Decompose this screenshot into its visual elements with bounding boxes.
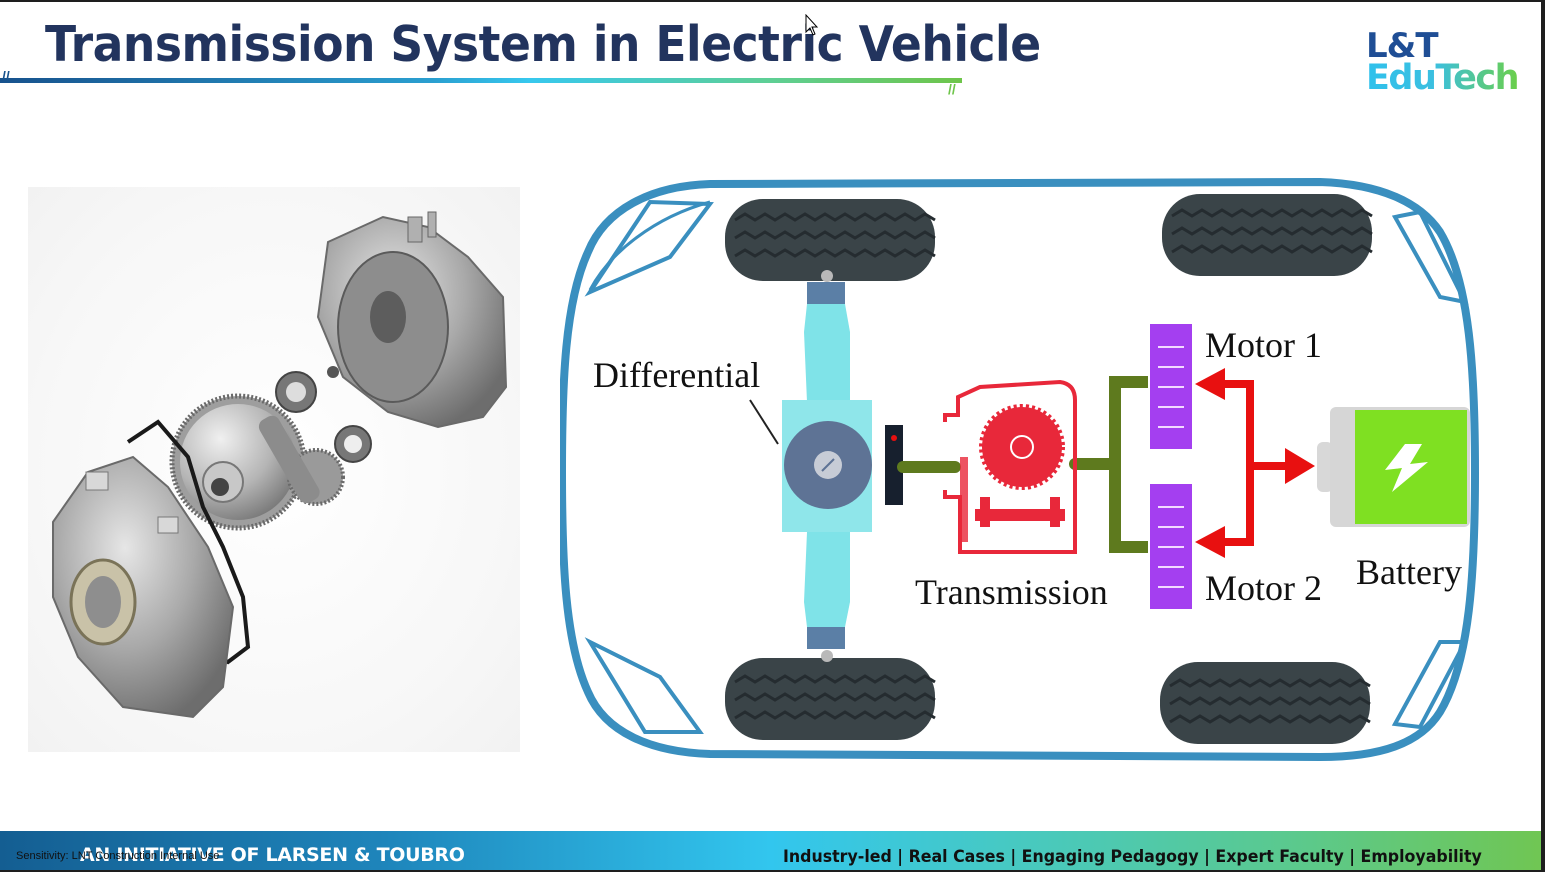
motor-1 — [1150, 324, 1192, 449]
slide-title: Transmission System in Electric Vehicle — [45, 16, 1041, 73]
footer-tagline: Industry-led | Real Cases | Engaging Ped… — [783, 847, 1482, 867]
lt-edutech-logo: L&T EduTech — [1366, 26, 1520, 99]
taillight-rear-left — [1391, 209, 1469, 305]
title-underline — [0, 78, 962, 83]
decor-tick-left: // — [2, 68, 10, 84]
mouse-pointer-icon — [805, 14, 819, 36]
sensitivity-label: Sensitivity: LNT Construction Internal U… — [16, 850, 220, 862]
label-differential: Differential — [593, 355, 760, 395]
label-motor-2: Motor 2 — [1205, 568, 1322, 608]
bearings — [275, 366, 372, 463]
label-motor-1: Motor 1 — [1205, 325, 1322, 365]
lightning-icon — [1385, 444, 1428, 492]
decor-tick-right: // — [948, 81, 956, 97]
transmission — [943, 379, 1077, 554]
gear-set — [169, 393, 345, 531]
headlight-front-right — [584, 637, 704, 734]
rear-housing — [316, 211, 508, 429]
gasket — [126, 419, 251, 665]
power-flow-arrows — [1195, 368, 1315, 558]
headlight-front-left — [584, 199, 714, 297]
label-transmission: Transmission — [915, 572, 1108, 612]
label-battery: Battery — [1356, 552, 1462, 592]
tire-front-left — [725, 199, 936, 281]
logo-line2: EduTech — [1366, 58, 1520, 99]
footer-initiative: AN INITIATIVE OF LARSEN & TOUBRO — [80, 844, 465, 866]
tire-rear-right — [1160, 662, 1371, 744]
logo-line1: L&T — [1366, 26, 1439, 66]
taillight-rear-right — [1391, 640, 1469, 730]
differential-leader-line — [749, 399, 779, 445]
tire-rear-left — [1162, 194, 1373, 276]
drive-shafts — [897, 376, 1148, 553]
tire-front-right — [725, 658, 936, 740]
front-cover — [52, 455, 235, 719]
ev-drivetrain-diagram: Differential Transmission Motor 1 Motor … — [557, 172, 1520, 772]
motor-2 — [1150, 484, 1192, 609]
differential — [782, 270, 903, 662]
gearbox-exploded-image — [28, 187, 520, 752]
footer-banner: AN INITIATIVE OF LARSEN & TOUBRO Sensiti… — [0, 831, 1541, 870]
battery — [1317, 407, 1470, 527]
